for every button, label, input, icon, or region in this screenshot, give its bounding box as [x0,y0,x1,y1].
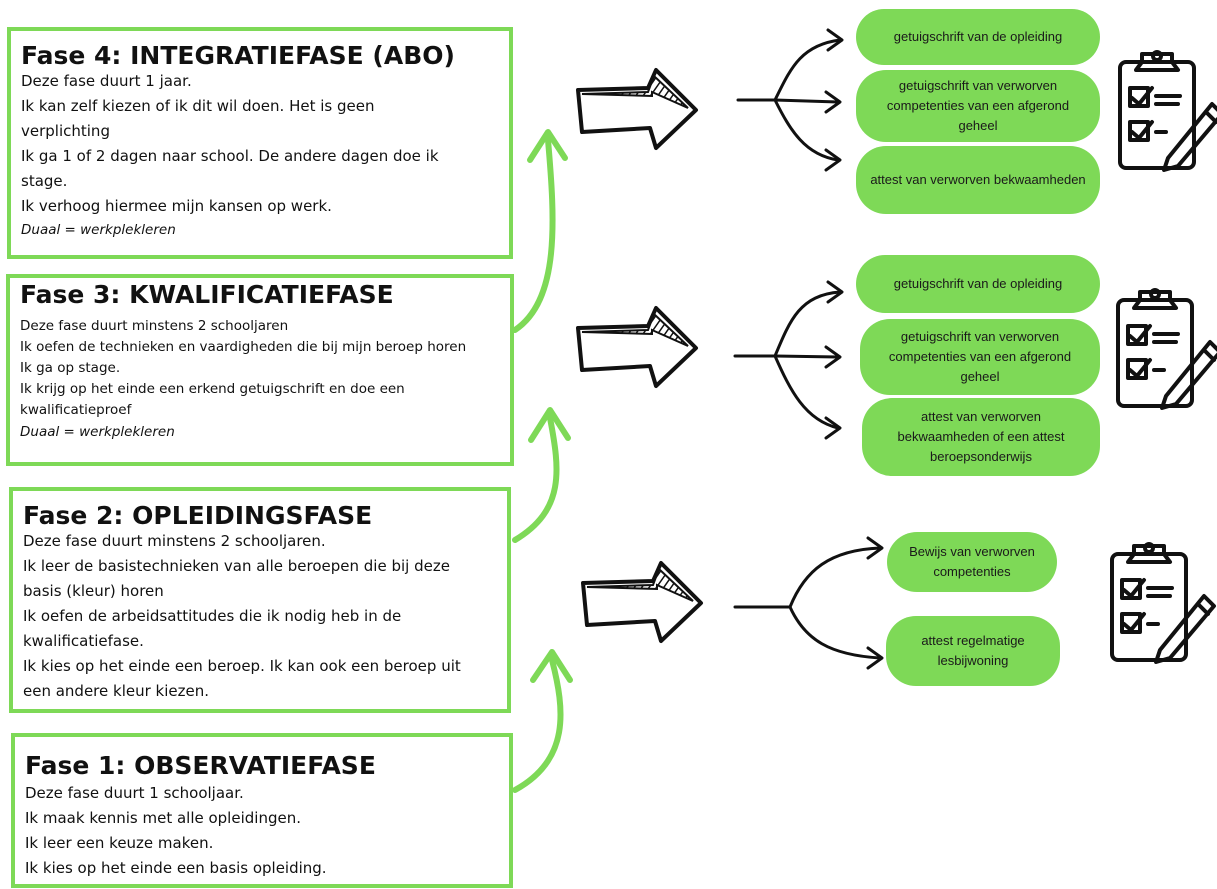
outcome-pill: attest van verworven bekwaamheden [856,146,1100,214]
phase-title: Fase 4: INTEGRATIEFASE (ABO) [21,41,455,70]
phase-line: Ik kan zelf kiezen of ik dit wil doen. H… [21,97,375,116]
outcome-pill: getuigschrift van verworven competenties… [860,319,1100,395]
branch-arrows [733,536,884,670]
phase-line: basis (kleur) horen [23,582,164,601]
phase-note: Duaal = werkplekleren [20,424,175,441]
phase-line: een andere kleur kiezen. [23,682,209,701]
phase-title: Fase 2: OPLEIDINGSFASE [23,501,373,530]
clipboard-checklist-icon [1110,542,1216,664]
arrow-right-icon [576,68,698,150]
outcome-pill: attest regelmatige lesbijwoning [886,616,1060,686]
phase-box-3: Fase 3: KWALIFICATIEFASE Deze fase duurt… [6,274,514,466]
curved-arrow-up-icon [512,649,573,793]
phase-line: Deze fase duurt 1 schooljaar. [25,784,244,803]
phase-line: Ik oefen de technieken en vaardigheden d… [20,339,467,356]
phase-line: Ik ga op stage. [20,360,121,377]
branch-arrows [736,28,844,172]
phase-line: kwalificatiefase. [23,632,144,651]
phase-box-1: Fase 1: OBSERVATIEFASE Deze fase duurt 1… [11,733,513,888]
phase-line: Ik maak kennis met alle opleidingen. [25,809,301,828]
outcome-pill: getuigschrift van verworven competenties… [856,70,1100,142]
phase-line: Ik verhoog hiermee mijn kansen op werk. [21,197,332,216]
phase-line: Deze fase duurt minstens 2 schooljaren. [23,532,326,551]
outcome-pill: getuigschrift van de opleiding [856,9,1100,65]
phase-line: Ik oefen de arbeidsattitudes die ik nodi… [23,607,402,626]
phase-line: verplichting [21,122,110,141]
phase-line: Deze fase duurt minstens 2 schooljaren [20,318,289,335]
phase-line: Ik kies op het einde een basis opleiding… [25,859,327,878]
phase-line: Ik krijg op het einde een erkend getuigs… [20,381,405,398]
phase-line: Ik leer een keuze maken. [25,834,214,853]
phase-box-2: Fase 2: OPLEIDINGSFASE Deze fase duurt m… [9,487,511,713]
outcome-pill: Bewijs van verworven competenties [887,532,1057,592]
arrow-right-icon [576,306,698,388]
clipboard-checklist-icon [1118,50,1217,172]
phase-line: stage. [21,172,68,191]
arrow-right-icon [581,561,703,643]
clipboard-checklist-icon [1116,288,1217,410]
outcome-pill: attest van verworven bekwaamheden of een… [862,398,1100,476]
curved-arrow-up-icon [512,129,568,333]
branch-arrows [733,280,844,440]
phase-line: kwalificatieproef [20,402,132,419]
phase-line: Ik leer de basistechnieken van alle bero… [23,557,450,576]
phase-title: Fase 1: OBSERVATIEFASE [25,751,376,780]
phase-title: Fase 3: KWALIFICATIEFASE [20,280,394,309]
phase-line: Ik kies op het einde een beroep. Ik kan … [23,657,461,676]
curved-arrow-up-icon [512,407,571,543]
phase-line: Deze fase duurt 1 jaar. [21,72,192,91]
phase-line: Ik ga 1 of 2 dagen naar school. De ander… [21,147,439,166]
phase-note: Duaal = werkplekleren [21,222,176,239]
phase-box-4: Fase 4: INTEGRATIEFASE (ABO) Deze fase d… [7,27,513,259]
outcome-pill: getuigschrift van de opleiding [856,255,1100,313]
